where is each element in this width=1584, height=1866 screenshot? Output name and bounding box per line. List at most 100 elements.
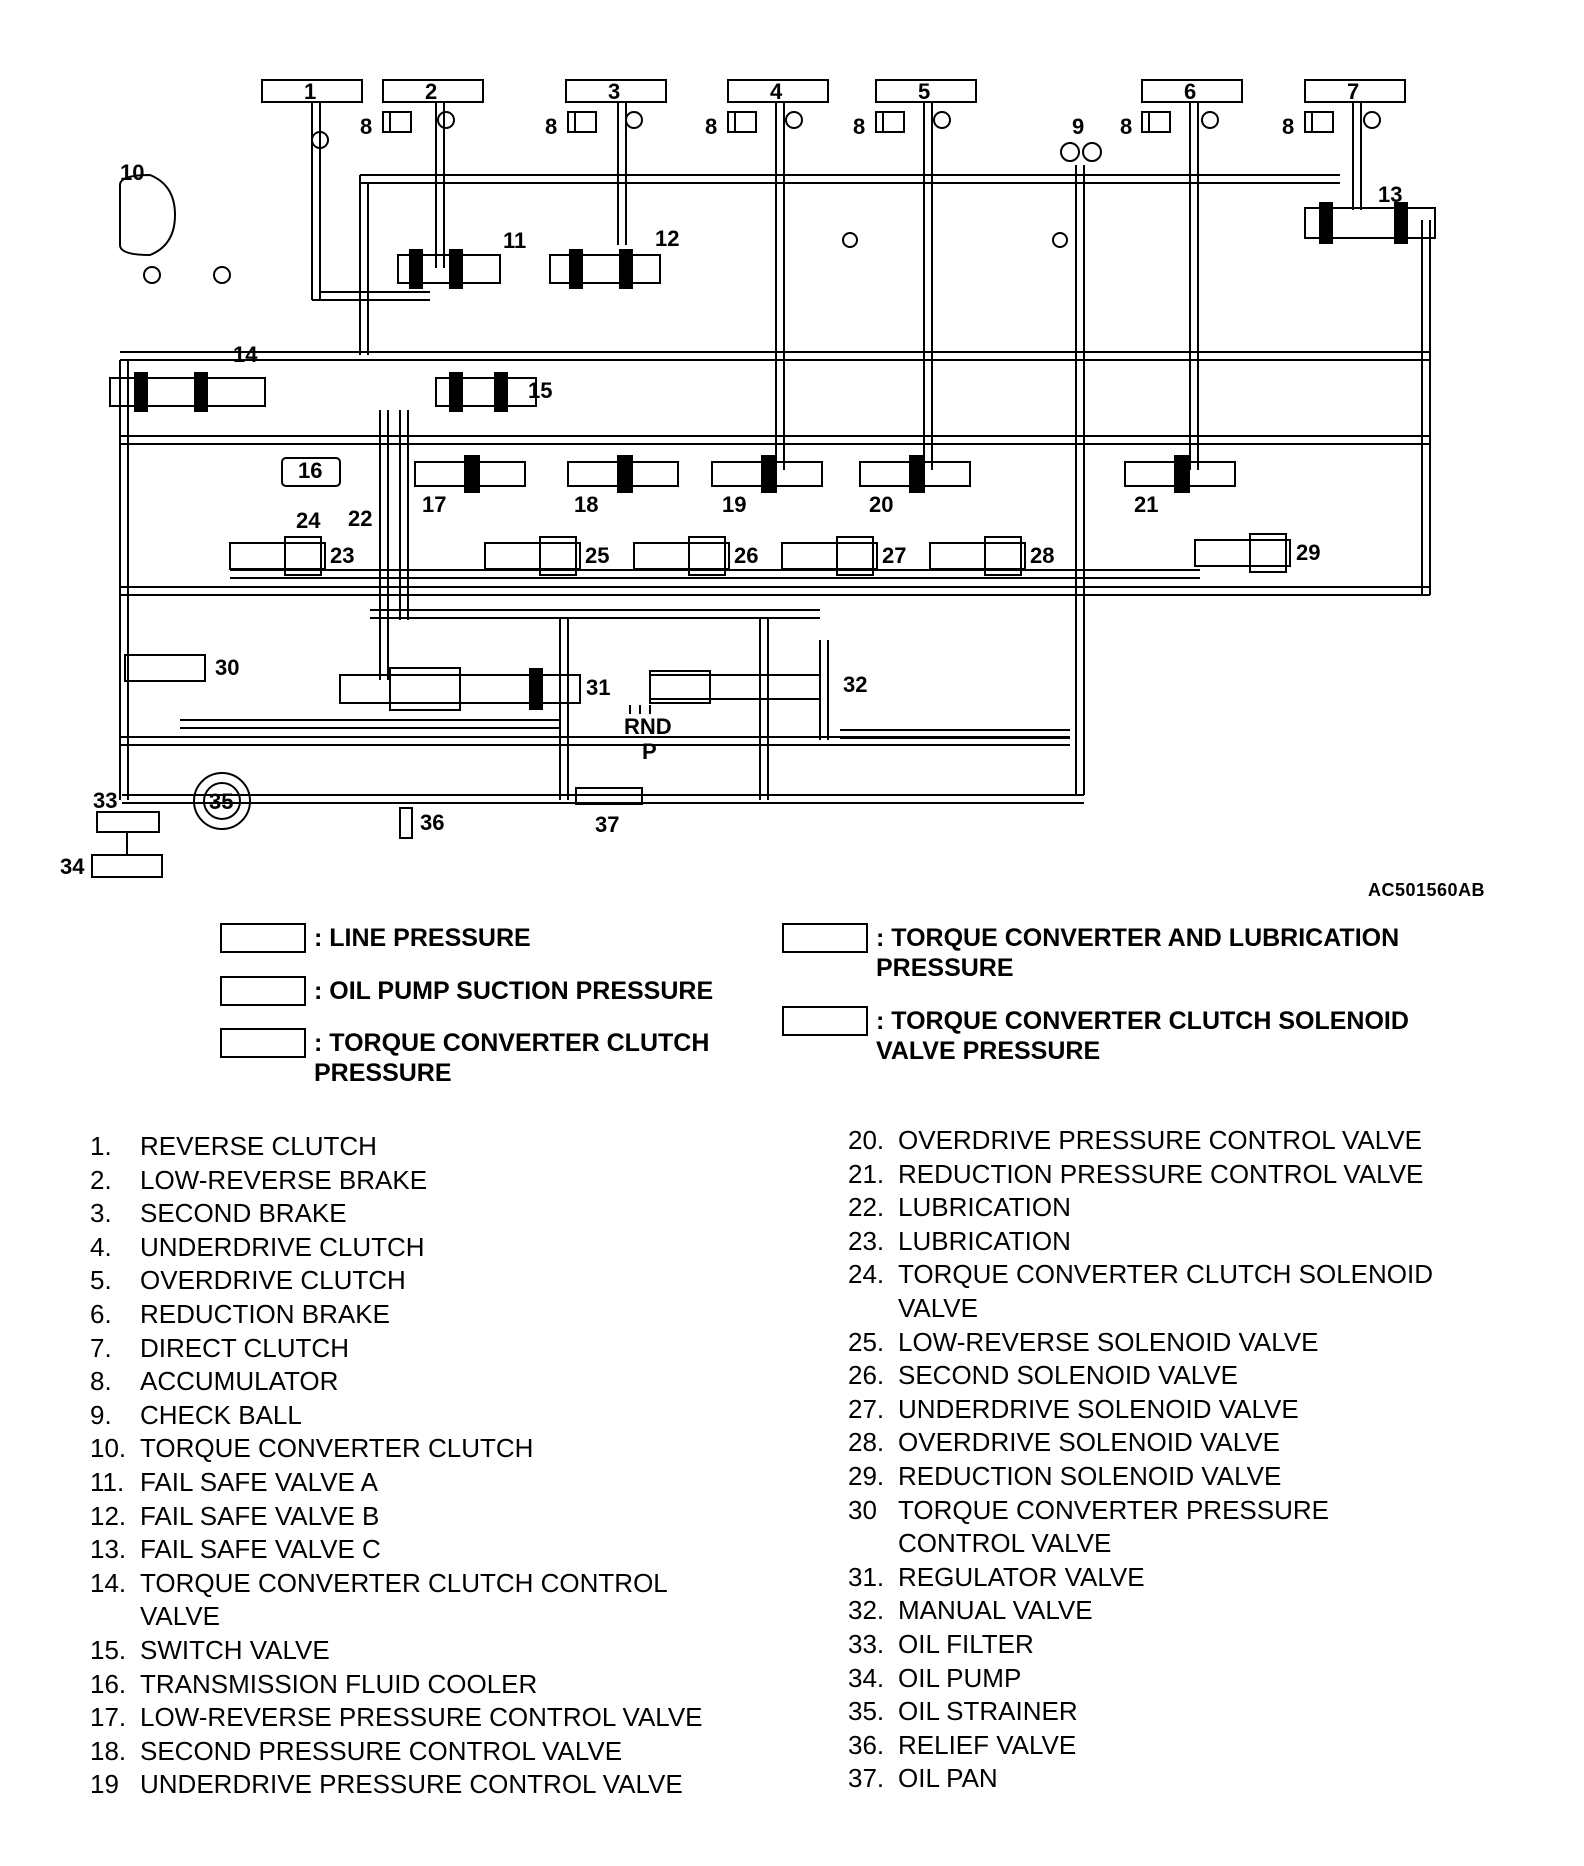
item-name: FAIL SAFE VALVE A — [140, 1466, 378, 1497]
list-item: 31.REGULATOR VALVE — [848, 1561, 1538, 1595]
box-4 — [727, 79, 829, 103]
item-name: OVERDRIVE SOLENOID VALVE — [898, 1427, 1280, 1458]
check-ball-9a — [1060, 142, 1080, 162]
list-item: 33.OIL FILTER — [848, 1628, 1538, 1662]
svg-text:13: 13 — [1378, 182, 1402, 207]
oil-strainer — [193, 772, 251, 830]
item-name: ACCUMULATOR — [140, 1366, 339, 1397]
list-item: 29.REDUCTION SOLENOID VALVE — [848, 1460, 1538, 1494]
item-name: OVERDRIVE PRESSURE CONTROL VALVE — [898, 1125, 1422, 1155]
pressure-control-valves — [414, 455, 1236, 493]
item-name: SECOND BRAKE — [140, 1198, 347, 1229]
pump-components — [91, 772, 643, 878]
svg-text:28: 28 — [1030, 543, 1054, 568]
svg-text:33: 33 — [93, 788, 117, 813]
gauge-icon — [625, 111, 643, 129]
solenoid-27 — [781, 542, 878, 570]
legend-label: : OIL PUMP SUCTION PRESSURE — [314, 977, 714, 1005]
svg-text:30: 30 — [215, 655, 239, 680]
fluid-lines — [119, 102, 1431, 804]
torque-converter-clutch — [119, 173, 177, 257]
parts-list-left: 1.REVERSE CLUTCH 2.LOW-REVERSE BRAKE 3.S… — [90, 1130, 770, 1802]
component-labels: 8 8 8 8 8 8 9 10 11 12 13 14 15 16 17 18… — [60, 114, 1402, 879]
label-3: 3 — [608, 79, 620, 104]
svg-text:37: 37 — [595, 812, 619, 837]
list-item: 21.REDUCTION PRESSURE CONTROL VALVE — [848, 1158, 1538, 1192]
svg-text:27: 27 — [882, 543, 906, 568]
svg-text:36: 36 — [420, 810, 444, 835]
item-number: 32. — [848, 1595, 885, 1626]
svg-text:24: 24 — [296, 508, 321, 533]
svg-text:18: 18 — [574, 492, 598, 517]
box-7 — [1304, 79, 1406, 103]
list-item: 6.REDUCTION BRAKE — [90, 1298, 770, 1332]
svg-text:10: 10 — [120, 160, 144, 185]
svg-text:9: 9 — [1072, 114, 1084, 139]
list-item: 1.REVERSE CLUTCH — [90, 1130, 770, 1164]
item-name: TORQUE CONVERTER CLUTCH CONTROL VALVE — [140, 1567, 668, 1632]
svg-text:20: 20 — [869, 492, 893, 517]
legend-label: : TORQUE CONVERTER CLUTCH SOLENOID VALVE… — [876, 1007, 1409, 1065]
oil-filter — [96, 811, 160, 833]
solenoid-26 — [633, 542, 730, 570]
solenoid-25 — [484, 542, 581, 570]
svg-text:26: 26 — [734, 543, 758, 568]
legend-line-pressure: : LINE PRESSURE — [220, 923, 531, 953]
legend-oil-pump-suction: : OIL PUMP SUCTION PRESSURE — [220, 976, 713, 1006]
svg-text:25: 25 — [585, 543, 609, 568]
legend-label: : TORQUE CONVERTER CLUTCH PRESSURE — [314, 1029, 710, 1087]
gauge-icon — [933, 111, 951, 129]
solenoid-23 — [229, 542, 326, 570]
legend-tcc-pressure: : TORQUE CONVERTER CLUTCH PRESSURE — [220, 1028, 709, 1088]
list-item: 27.UNDERDRIVE SOLENOID VALVE — [848, 1393, 1538, 1427]
item-name: SWITCH VALVE — [140, 1634, 330, 1665]
item-number: 26. — [848, 1360, 885, 1391]
item-number: 27. — [848, 1393, 885, 1424]
list-item: 7.DIRECT CLUTCH — [90, 1332, 770, 1366]
legend-tc-lubrication: : TORQUE CONVERTER AND LUBRICATION PRESS… — [782, 923, 1399, 983]
item-number: 3. — [90, 1198, 112, 1229]
solenoid-valves — [229, 533, 1291, 576]
item-number: 29. — [848, 1460, 885, 1491]
oil-pump — [91, 854, 163, 878]
item-number: 31. — [848, 1561, 885, 1592]
label-1: 1 — [304, 79, 316, 104]
item-number: 9. — [90, 1399, 112, 1430]
item-number: 2. — [90, 1164, 112, 1195]
svg-text:29: 29 — [1296, 540, 1320, 565]
item-name: UNDERDRIVE CLUTCH — [140, 1231, 425, 1262]
item-name: FAIL SAFE VALVE B — [140, 1500, 380, 1531]
item-name: TORQUE CONVERTER CLUTCH SOLENOID VALVE — [898, 1259, 1434, 1323]
item-number: 23. — [848, 1225, 885, 1256]
list-item: 9.CHECK BALL — [90, 1399, 770, 1433]
legend-swatch — [782, 923, 868, 953]
item-name: OIL FILTER — [898, 1628, 1034, 1659]
hydraulic-circuit-diagram: 1 2 3 4 5 6 7 — [60, 79, 1436, 879]
control-valves — [109, 372, 537, 487]
svg-text:21: 21 — [1134, 492, 1158, 517]
svg-text:17: 17 — [422, 492, 446, 517]
svg-text:8: 8 — [360, 114, 372, 139]
item-number: 11. — [90, 1466, 125, 1497]
svg-text:15: 15 — [528, 378, 552, 403]
legend-label: : LINE PRESSURE — [314, 924, 531, 952]
list-item: 23.LUBRICATION — [848, 1225, 1538, 1259]
svg-text:11: 11 — [503, 228, 526, 253]
fail-safe-valve-c — [1304, 207, 1436, 239]
item-number: 20. — [848, 1125, 885, 1155]
item-number: 28. — [848, 1427, 885, 1458]
solenoid-29 — [1194, 539, 1291, 567]
item-number: 25. — [848, 1326, 885, 1357]
list-item: 37.OIL PAN — [848, 1762, 1538, 1796]
list-item: 34.OIL PUMP — [848, 1662, 1538, 1696]
svg-text:8: 8 — [1120, 114, 1132, 139]
item-name: OIL STRAINER — [898, 1696, 1078, 1727]
item-name: MANUAL VALVE — [898, 1595, 1093, 1626]
item-number: 5. — [90, 1265, 112, 1296]
manual-valve-park: P — [642, 739, 657, 764]
list-item: 28. OVERDRIVE SOLENOID VALVE — [848, 1426, 1538, 1460]
check-ball-9b — [1082, 142, 1102, 162]
item-name: REDUCTION BRAKE — [140, 1298, 390, 1329]
label-7: 7 — [1347, 79, 1359, 104]
